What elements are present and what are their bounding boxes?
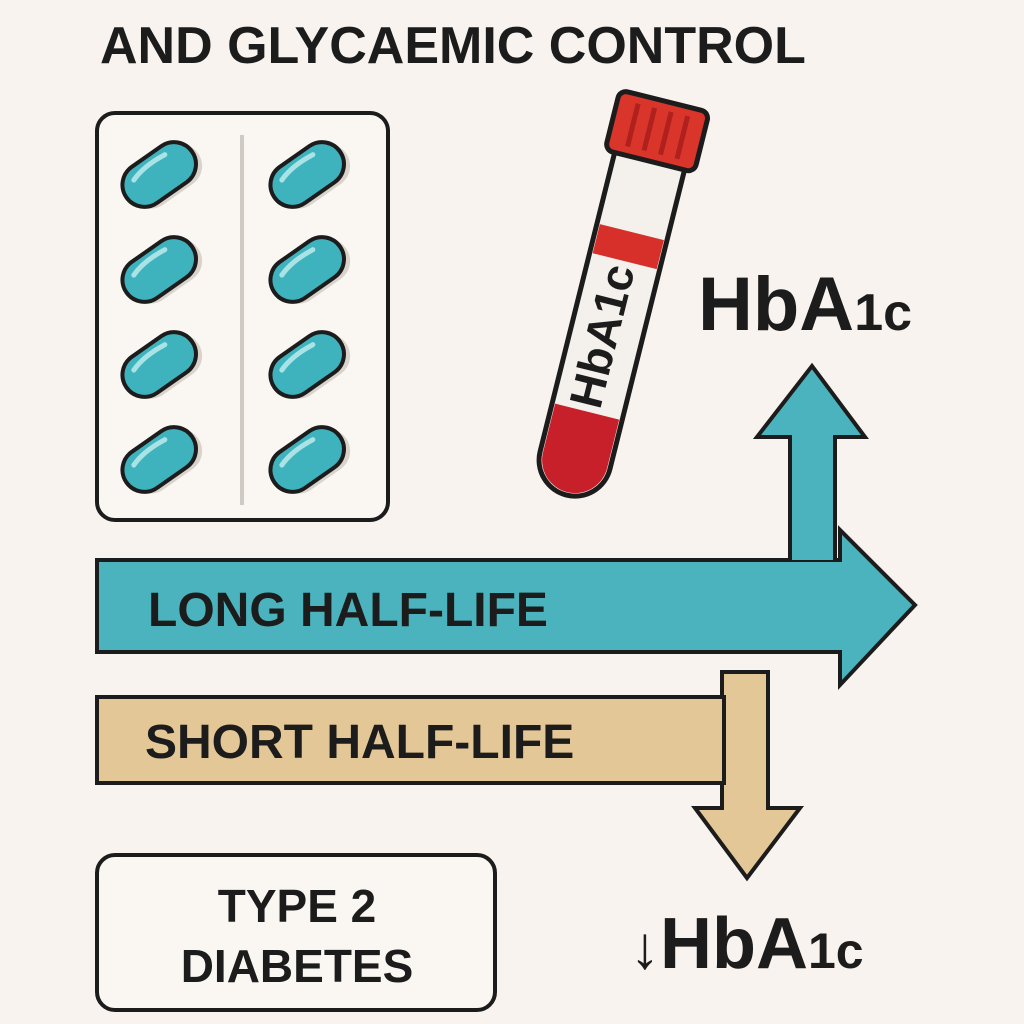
condition-line2: DIABETES: [181, 940, 414, 992]
long-half-life-arrow: [95, 525, 918, 691]
down-arrow-glyph-icon: ↓: [630, 914, 660, 981]
blood-tube-icon: HbA1c: [536, 89, 711, 499]
pill-icon: [120, 330, 203, 399]
pill-icon: [268, 425, 351, 494]
short-half-life-bar: [95, 695, 726, 785]
condition-box: [95, 853, 497, 1012]
pill-icon: [120, 140, 203, 209]
pill-icon: [268, 330, 351, 399]
pill-icon: [268, 140, 351, 209]
pill-icon: [120, 235, 203, 304]
hba1c-increase-label: HbA1c: [698, 262, 912, 347]
long-half-life-label: LONG HALF-LIFE: [148, 584, 548, 637]
up-arrow-icon: [752, 362, 869, 560]
pill-icon: [268, 235, 351, 304]
short-half-life-label: SHORT HALF-LIFE: [145, 716, 574, 769]
condition-line1: TYPE 2: [218, 880, 377, 932]
down-arrow-icon: [691, 670, 805, 882]
title: AND GLYCAEMIC CONTROL: [100, 17, 806, 75]
blister-pack-icon: [95, 111, 390, 522]
pill-icon: [120, 425, 203, 494]
hba1c-decrease-label: ↓HbA1c: [630, 904, 864, 984]
